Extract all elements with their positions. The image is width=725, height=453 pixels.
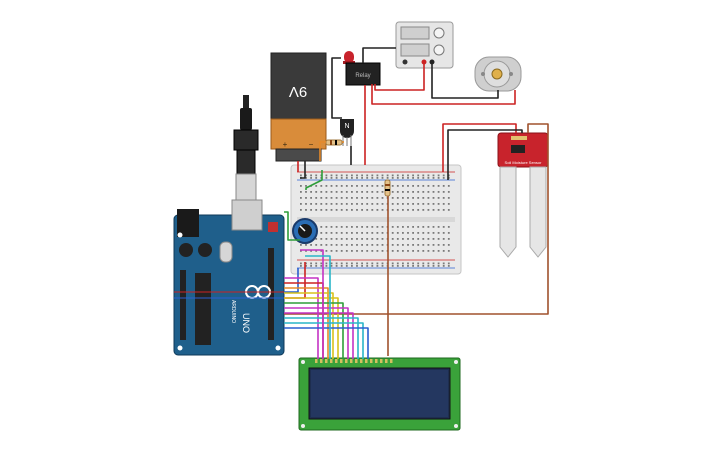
breadboard (290, 164, 462, 275)
relay-label: Relay (355, 73, 370, 79)
battery-9v: 9V + − (270, 52, 327, 162)
sensor-label: Soil Moisture Sensor (505, 160, 543, 165)
wires (174, 47, 549, 359)
soil-moisture-sensor: Soil Moisture Sensor (497, 132, 549, 258)
arduino-brand-label: ARDUINO (230, 300, 236, 323)
resistor-breadboard (384, 179, 391, 197)
battery-minus-sign: − (309, 140, 314, 149)
usb-cable (233, 95, 259, 201)
potentiometer (292, 218, 318, 244)
battery-plus-sign: + (283, 140, 288, 149)
lcd-header-pins (315, 359, 393, 363)
transistor: N (340, 119, 354, 146)
arduino-uno: UNO ARDUINO (173, 199, 285, 356)
dc-motor (474, 56, 522, 92)
lcd-16x2 (298, 357, 461, 431)
power-supply (395, 21, 454, 69)
relay: Relay (345, 62, 381, 86)
resistor-base (325, 139, 343, 146)
battery-voltage-label: 9V (289, 83, 307, 100)
transistor-label: N (344, 123, 349, 130)
arduino-model-label: UNO (241, 313, 251, 333)
